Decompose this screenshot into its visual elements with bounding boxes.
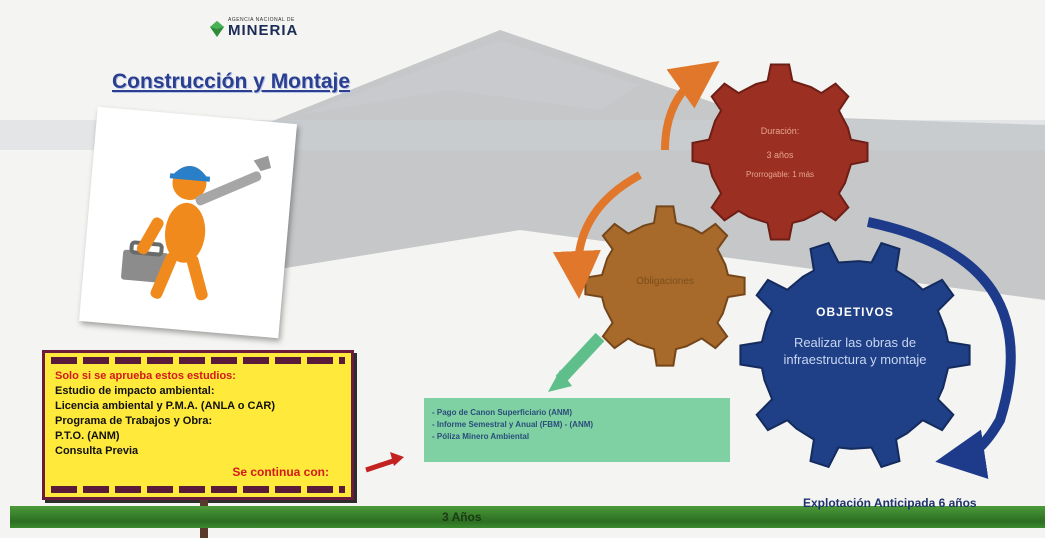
objectives-description: Realizar las obras de infraestructura y … <box>783 335 927 367</box>
mountain-highlight <box>300 40 640 115</box>
objectives-gear-body <box>768 268 942 442</box>
obligations-list-box: Pago de Canon Superficiario (ANM) Inform… <box>424 398 730 462</box>
diamond-logo-icon <box>210 20 224 37</box>
duration-extension: Prorrogable: 1 más <box>745 170 815 179</box>
arrow-green-diagonal <box>555 332 605 385</box>
arrow-green-head <box>548 370 572 392</box>
agency-logo: AGENCIA NACIONAL DE MINERIA <box>210 18 298 39</box>
arrow-up-orange <box>661 61 720 151</box>
sign-text-block: Solo si se aprueba estos estudios: Estud… <box>55 369 275 459</box>
obligation-item: Informe Semestral y Anual (FBM) - (ANM) <box>432 419 722 431</box>
timeline-bar <box>10 506 1045 528</box>
arrow-down-orange <box>552 171 642 299</box>
sign-stripes-bottom <box>51 486 345 493</box>
duration-value: 3 años <box>766 150 794 160</box>
objectives-gear <box>739 241 971 469</box>
duration-gear-body <box>713 85 847 219</box>
arrow-red-head <box>390 452 404 466</box>
sign-line: P.T.O. (ANM) <box>55 430 120 442</box>
sign-continue-text: Se continua con: <box>232 465 329 479</box>
arrow-blue-curve <box>866 217 1016 479</box>
logo-name-text: MINERIA <box>228 22 299 39</box>
sign-stripes-top <box>51 357 345 364</box>
obligation-item: Pago de Canon Superficiario (ANM) <box>432 407 722 419</box>
sign-line: Consulta Previa <box>55 445 139 457</box>
obligations-label: Obligaciones <box>636 276 694 287</box>
requirements-sign: Solo si se aprueba estos estudios: Estud… <box>42 350 354 500</box>
duration-label: Duración: <box>760 126 800 136</box>
worker-with-wrench-icon <box>121 155 272 301</box>
arrow-red-small <box>365 457 397 473</box>
sign-line: Estudio de impacto ambiental: <box>55 385 215 397</box>
timeline-bar-label: 3 Años <box>442 510 482 524</box>
objectives-title: OBJETIVOS <box>816 305 894 319</box>
worker-illustration <box>79 106 297 339</box>
sign-line: Programa de Trabajos y Obra: <box>55 415 213 427</box>
logo-agency-text: AGENCIA NACIONAL DE <box>228 17 295 23</box>
obligation-item: Póliza Minero Ambiental <box>432 431 722 443</box>
obligations-gear-body <box>606 227 724 345</box>
page-title: Construcción y Montaje <box>112 70 351 93</box>
duration-gear <box>691 63 869 241</box>
sign-header: Solo si se aprueba estos estudios: <box>55 370 236 382</box>
obligations-gear <box>584 205 746 367</box>
next-phase-label: Explotación Anticipada 6 años <box>803 496 977 510</box>
sign-line: Licencia ambiental y P.M.A. (ANLA o CAR) <box>55 400 276 412</box>
